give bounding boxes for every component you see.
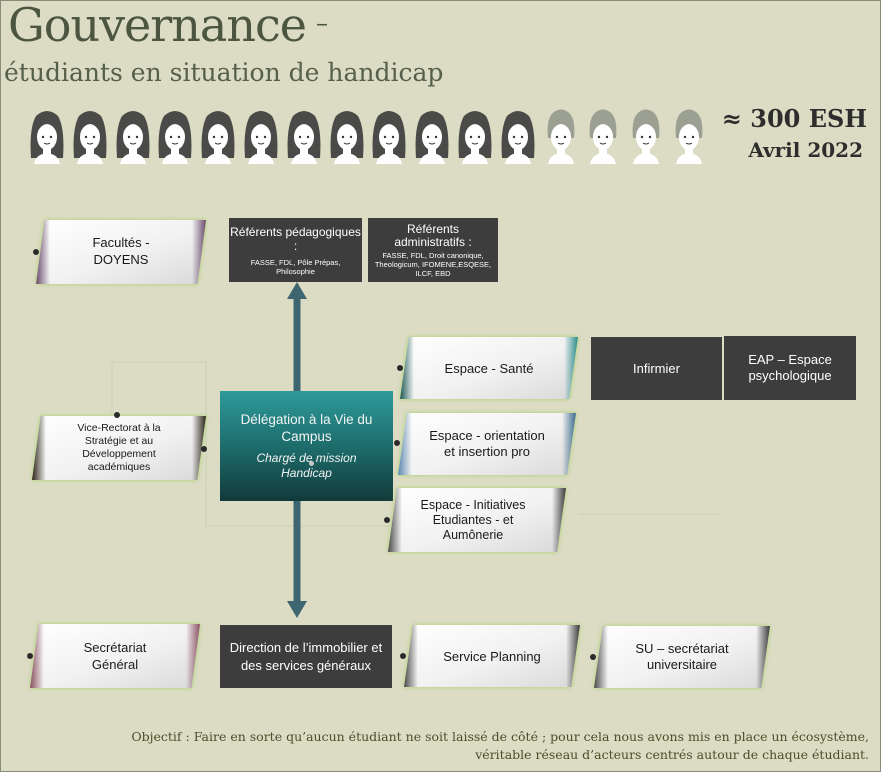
person-icon-dark: [328, 108, 366, 164]
box-referents-administratifs: Référents administratifs : FASSE, FDL, D…: [368, 218, 498, 282]
person-icon-dark: [28, 108, 66, 164]
eap-label: EAP – Espace psychologique: [748, 352, 832, 383]
footer-line-1: Objectif : Faire en sorte qu’aucun étudi…: [131, 729, 869, 744]
box-su: SU – secrétariat universitaire: [594, 626, 770, 688]
connector-dot: [201, 446, 207, 452]
person-icon-dark: [499, 108, 537, 164]
box-eap: EAP – Espace psychologique: [724, 336, 856, 400]
espace-orientation-label: Espace - orientation et insertion pro: [429, 428, 545, 459]
box-vice-rectorat: Vice-Rectorat à la Stratégie et au Dével…: [32, 416, 206, 480]
title-text: Gouvernance: [8, 0, 307, 52]
ref-admin-title: Référents administratifs :: [394, 221, 472, 249]
ref-peda-list: FASSE, FDL, Pôle Prépas, Philosophie: [250, 257, 341, 276]
person-icon-dark: [242, 108, 280, 164]
connector-dot: [590, 654, 596, 660]
stat-date: Avril 2022: [748, 138, 863, 162]
down-arrow: [287, 501, 307, 618]
person-icon-dark: [456, 108, 494, 164]
box-referents-pedagogiques: Référents pédagogiques : FASSE, FDL, Pôl…: [229, 218, 362, 282]
footer-objective: Objectif : Faire en sorte qu’aucun étudi…: [131, 728, 869, 764]
delegation-subtitle: Chargé de mission Handicap: [256, 451, 357, 480]
box-delegation: Délégation à la Vie du Campus Chargé de …: [220, 391, 393, 501]
connector-dot: [33, 249, 39, 255]
connector-dot: [394, 440, 400, 446]
connector-dot: [384, 517, 390, 523]
connector-dot: [397, 365, 403, 371]
espace-initiatives-label: Espace - Initiatives Etudiantes - et Aum…: [420, 497, 526, 542]
box-service-planning: Service Planning: [404, 625, 580, 687]
delegation-title: Délégation à la Vie du Campus: [240, 412, 373, 444]
person-icon-dark: [71, 108, 109, 164]
box-direction: Direction de l’immobilier et des service…: [220, 625, 392, 688]
box-facultes: Facultés - DOYENS: [36, 220, 206, 284]
service-planning-label: Service Planning: [443, 648, 541, 664]
person-icon-light: [542, 108, 580, 164]
vice-rectorat-label: Vice-Rectorat à la Stratégie et au Dével…: [77, 422, 161, 473]
student-count: ≈ 300 ESH: [721, 104, 867, 133]
person-icon-light: [670, 108, 708, 164]
connector-dot: [400, 653, 406, 659]
person-icon-dark: [285, 108, 323, 164]
box-espace-sante: Espace - Santé: [400, 337, 578, 399]
person-icon-dark: [199, 108, 237, 164]
person-icon-dark: [156, 108, 194, 164]
ref-admin-list: FASSE, FDL, Droit canonique, Theologicum…: [374, 250, 492, 278]
box-infirmier: Infirmier: [591, 337, 722, 400]
person-icon-dark: [370, 108, 408, 164]
box-espace-orientation: Espace - orientation et insertion pro: [398, 413, 576, 475]
connector-dot: [114, 412, 120, 418]
person-icon-dark: [413, 108, 451, 164]
connector-dot: [309, 461, 314, 466]
box-espace-initiatives: Espace - Initiatives Etudiantes - et Aum…: [388, 488, 566, 552]
person-icon-light: [584, 108, 622, 164]
su-label: SU – secrétariat universitaire: [635, 641, 729, 672]
connector-dot: [27, 653, 33, 659]
person-icon-dark: [114, 108, 152, 164]
footer-line-2: véritable réseau d’acteurs centrés autou…: [475, 747, 869, 762]
infirmier-label: Infirmier: [633, 361, 680, 376]
espace-sante-label: Espace - Santé: [444, 360, 534, 376]
page-title: Gouvernance–: [8, 0, 328, 52]
up-arrow: [287, 282, 307, 391]
title-dash: –: [315, 9, 328, 37]
person-icon-light: [627, 108, 665, 164]
direction-label: Direction de l’immobilier et des service…: [229, 639, 383, 673]
ref-peda-title: Référents pédagogiques :: [230, 224, 361, 253]
secretariat-label: Secrétariat Général: [83, 640, 147, 672]
page-subtitle: étudiants en situation de handicap: [4, 58, 444, 87]
box-secretariat: Secrétariat Général: [30, 624, 200, 688]
students-icon-row: [28, 108, 718, 168]
facultes-label: Facultés - DOYENS: [92, 235, 150, 267]
